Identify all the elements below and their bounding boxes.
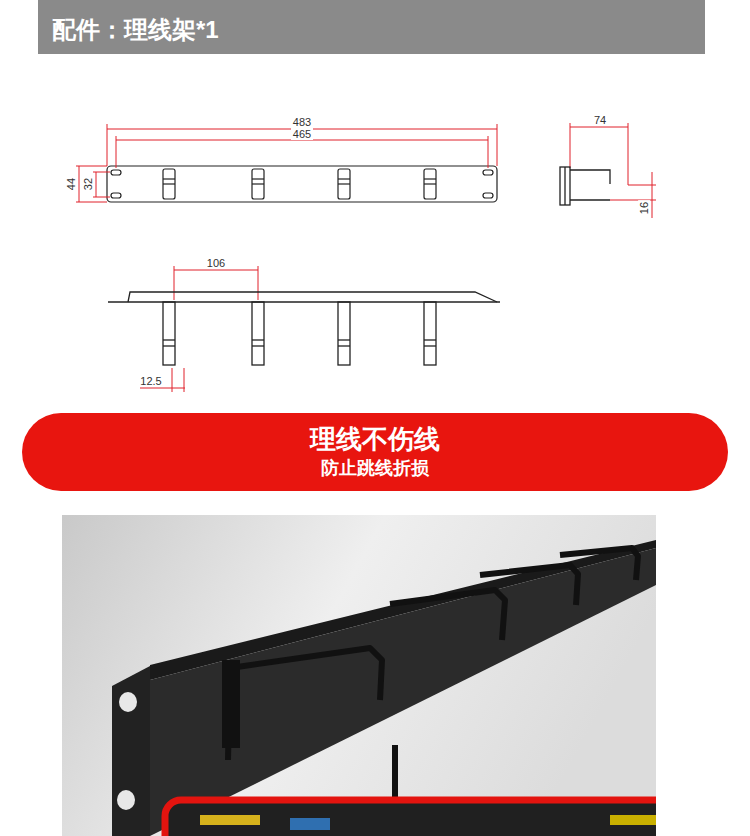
front-view — [107, 166, 497, 202]
spec-band: 配件：理线架*1 — [38, 0, 705, 54]
dimension-label: 32 — [82, 176, 94, 192]
dimension-label: 483 — [291, 116, 313, 128]
feature-banner: 理线不伤线防止跳线折损 — [22, 413, 728, 491]
top-view — [108, 292, 500, 365]
dimension-label: 12.5 — [138, 375, 163, 387]
dimension-label: 465 — [291, 128, 313, 140]
heading-text: 理线不伤线 — [310, 423, 440, 457]
dimension-label: 44 — [65, 176, 77, 192]
dimension-label: 74 — [592, 114, 608, 126]
heading-text: 配件：理线架*1 — [52, 14, 219, 45]
dimension-lines — [76, 123, 656, 392]
dimension-label: 16 — [638, 200, 650, 216]
dimension-label: 106 — [205, 257, 227, 269]
subheading-text: 防止跳线折损 — [321, 457, 429, 480]
side-view — [560, 167, 610, 205]
product-photo — [62, 515, 656, 836]
